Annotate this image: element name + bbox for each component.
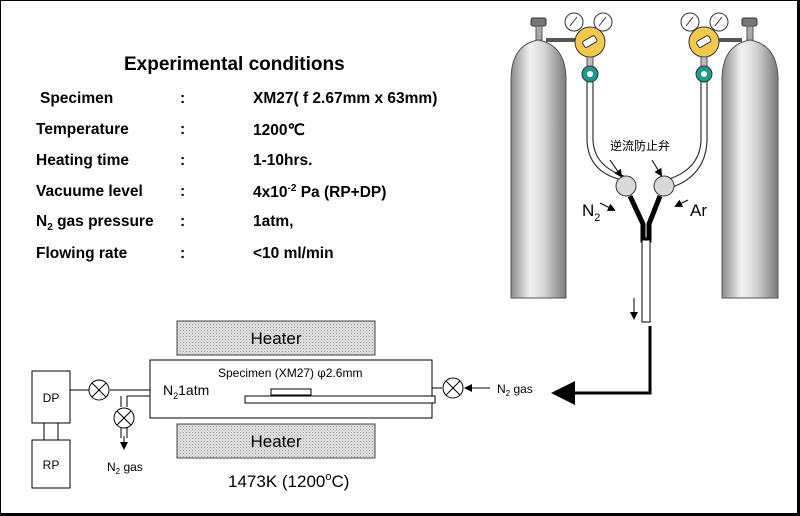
- gas-tubes: [586, 82, 708, 189]
- heater-bottom: [176, 423, 376, 459]
- vacuum-value-main: 4x10: [253, 184, 288, 202]
- inlet-gas-label: N2 gas: [497, 382, 533, 398]
- condition-label-n2-pressure: N2 gas pressure: [36, 213, 154, 233]
- valve-pointer-left: [609, 159, 623, 178]
- n2-regulator: [546, 12, 613, 83]
- n2-gas-label: N2: [582, 201, 600, 224]
- n2-cylinder: [510, 17, 567, 299]
- specimen: [270, 388, 312, 396]
- condition-label-specimen: Specimen: [40, 90, 114, 107]
- condition-value-n2-pressure: 1atm,: [253, 213, 294, 230]
- rotary-pump: [31, 439, 71, 489]
- outlet-tube: [641, 239, 651, 323]
- valve-pointer-right: [651, 159, 663, 177]
- condition-value-vacuum-level: 4x10-2 Pa (RP+DP): [253, 183, 386, 202]
- condition-value-specimen: XM27( f 2.67mm x 63mm): [253, 90, 438, 107]
- ar-check-valve: [653, 175, 675, 197]
- y-junction: [627, 194, 663, 243]
- rp-label: RP: [43, 458, 60, 472]
- specimen-holder: [244, 395, 436, 404]
- condition-value-temperature: 1200℃: [253, 122, 305, 139]
- heater-top: [176, 320, 376, 356]
- condition-colon-specimen: :: [180, 90, 186, 107]
- condition-colon-heating-time: :: [180, 152, 186, 169]
- heater-bottom-label: Heater: [250, 432, 301, 451]
- condition-value-flowing-rate: <10 ml/min: [253, 245, 334, 262]
- dp-label: DP: [43, 391, 60, 405]
- condition-value-heating-time: 1-10hrs.: [253, 152, 313, 169]
- furnace-temperature-caption: 1473K (1200oC): [228, 471, 349, 491]
- ar-cylinder: [721, 17, 779, 299]
- n2-pressure-label-sub: 2: [47, 222, 53, 234]
- supply-line: [568, 326, 652, 395]
- condition-label-temperature: Temperature: [36, 121, 129, 138]
- diffusion-pump: [31, 370, 71, 424]
- check-valve-label: 逆流防止弁: [610, 138, 670, 153]
- n2-flow-arrow: [599, 202, 616, 211]
- condition-colon-temperature: :: [180, 121, 186, 138]
- specimen-label: Specimen (XM27) φ2.6mm: [218, 366, 362, 380]
- condition-colon-flowing-rate: :: [180, 245, 186, 262]
- vacuum-value-exponent: -2: [287, 183, 297, 194]
- vacuum-value-rest: Pa (RP+DP): [296, 184, 387, 202]
- condition-colon-vacuum-level: :: [180, 183, 186, 200]
- conditions-title: Experimental conditions: [124, 54, 345, 75]
- heater-top-label: Heater: [250, 329, 301, 348]
- condition-label-heating-time: Heating time: [36, 152, 130, 169]
- ar-regulator: [680, 12, 742, 83]
- condition-label-flowing-rate: Flowing rate: [36, 245, 128, 262]
- n2-pressure-label-rest: gas pressure: [52, 213, 154, 230]
- vent-gas-label: N2 gas: [107, 460, 143, 476]
- n2-pressure-label-main: N: [36, 213, 48, 230]
- ar-gas-label: Ar: [690, 201, 707, 220]
- n2-check-valve: [615, 175, 637, 197]
- condition-label-vacuum-level: Vacuume level: [36, 183, 143, 200]
- condition-colon-n2-pressure: :: [180, 213, 186, 230]
- atmosphere-label: N21atm: [163, 382, 209, 401]
- ar-flow-arrow: [674, 199, 689, 207]
